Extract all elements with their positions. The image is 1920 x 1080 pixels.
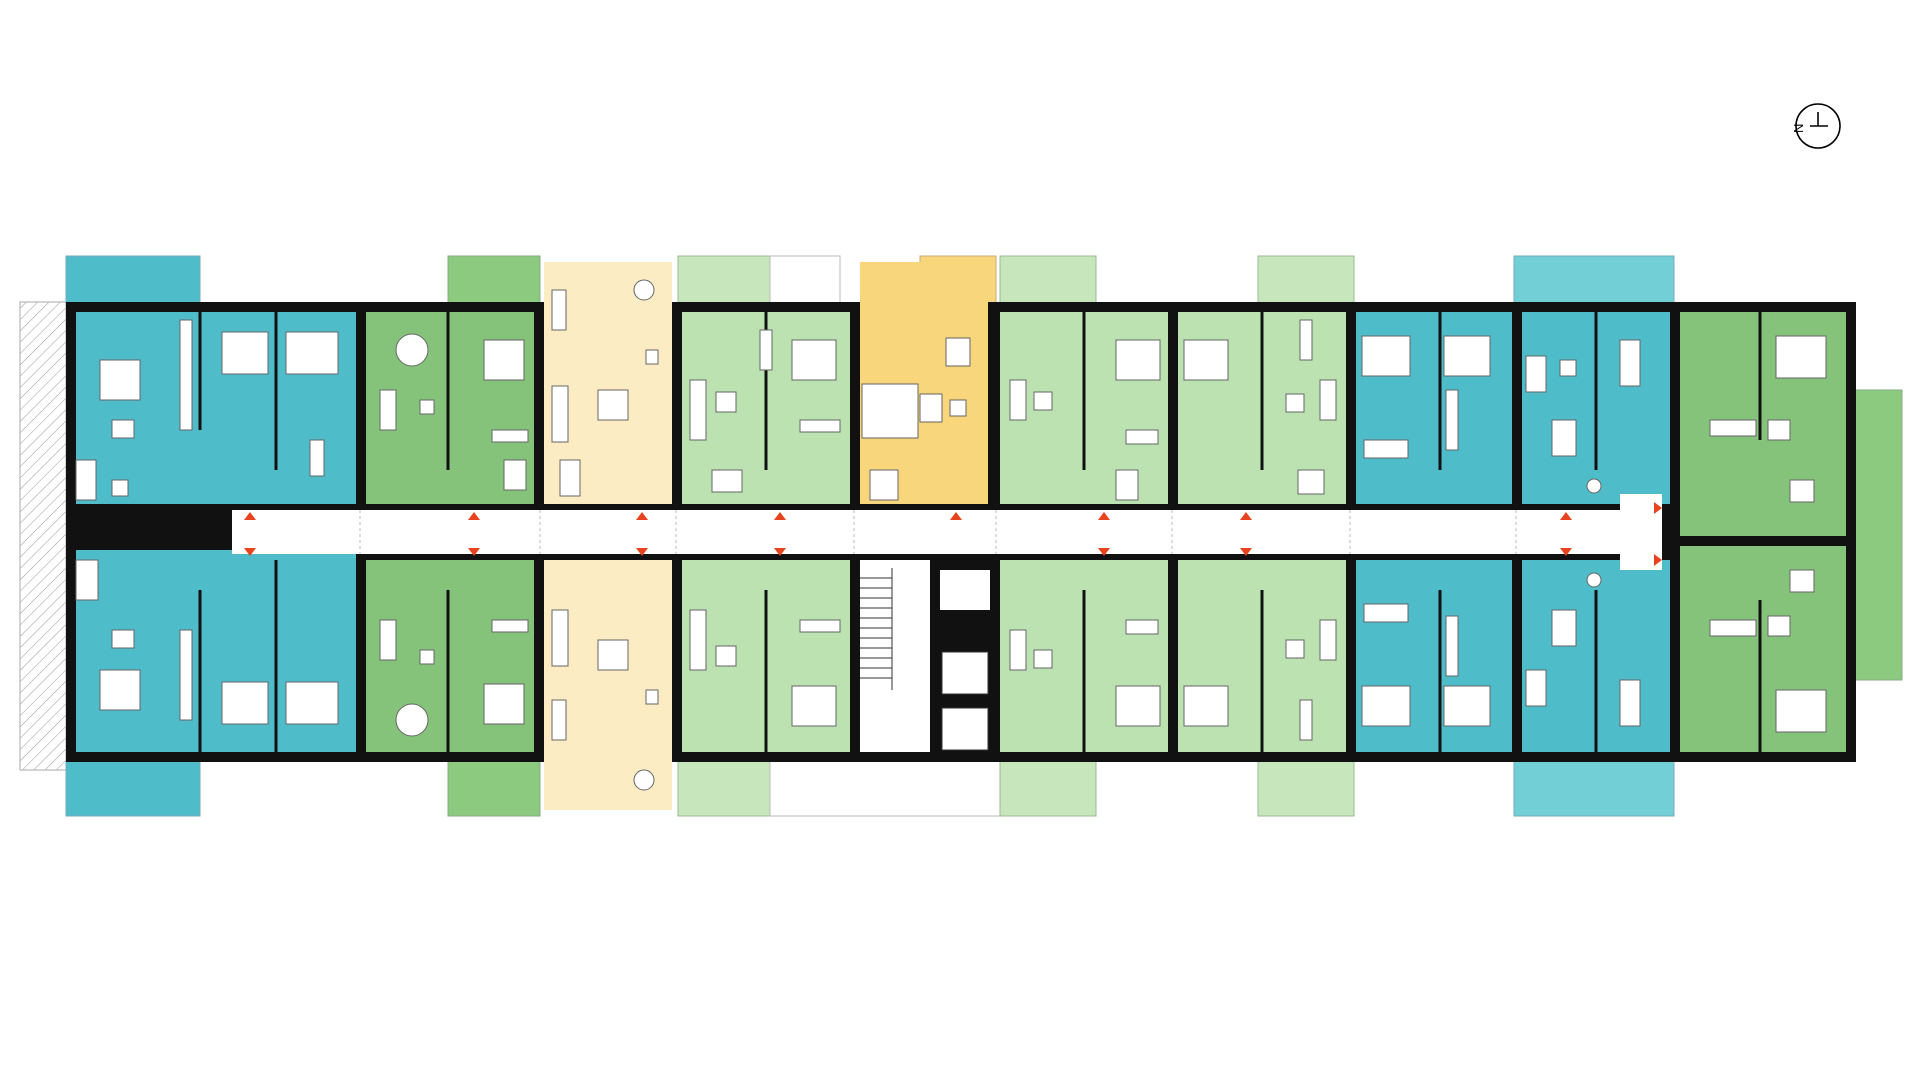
balcony [1513,759,1675,817]
corridor-dashes [359,510,1517,554]
entry-markers [244,502,1662,566]
balcony [447,759,541,817]
balcony [769,759,1001,817]
balcony [65,759,201,817]
balcony [999,759,1097,817]
balcony [1513,255,1675,307]
lift-car [941,651,989,695]
stair-core [860,560,990,752]
balcony [65,255,201,307]
furniture [75,279,1827,791]
balcony [677,759,771,817]
lift-car [941,707,989,751]
balcony [999,255,1097,307]
balcony [769,255,841,307]
central-corridor [232,510,1662,554]
north-label: N [1791,124,1806,133]
balcony [1257,759,1355,817]
balcony [1257,255,1355,307]
north-arrow-icon: N [1791,103,1841,149]
partitions [198,312,1762,752]
balcony [1851,389,1903,681]
unit-south-3 [544,560,672,810]
balcony [677,255,771,307]
unit-north-5 [860,262,988,504]
west-facade-hatch [19,301,67,771]
balcony [447,255,541,307]
